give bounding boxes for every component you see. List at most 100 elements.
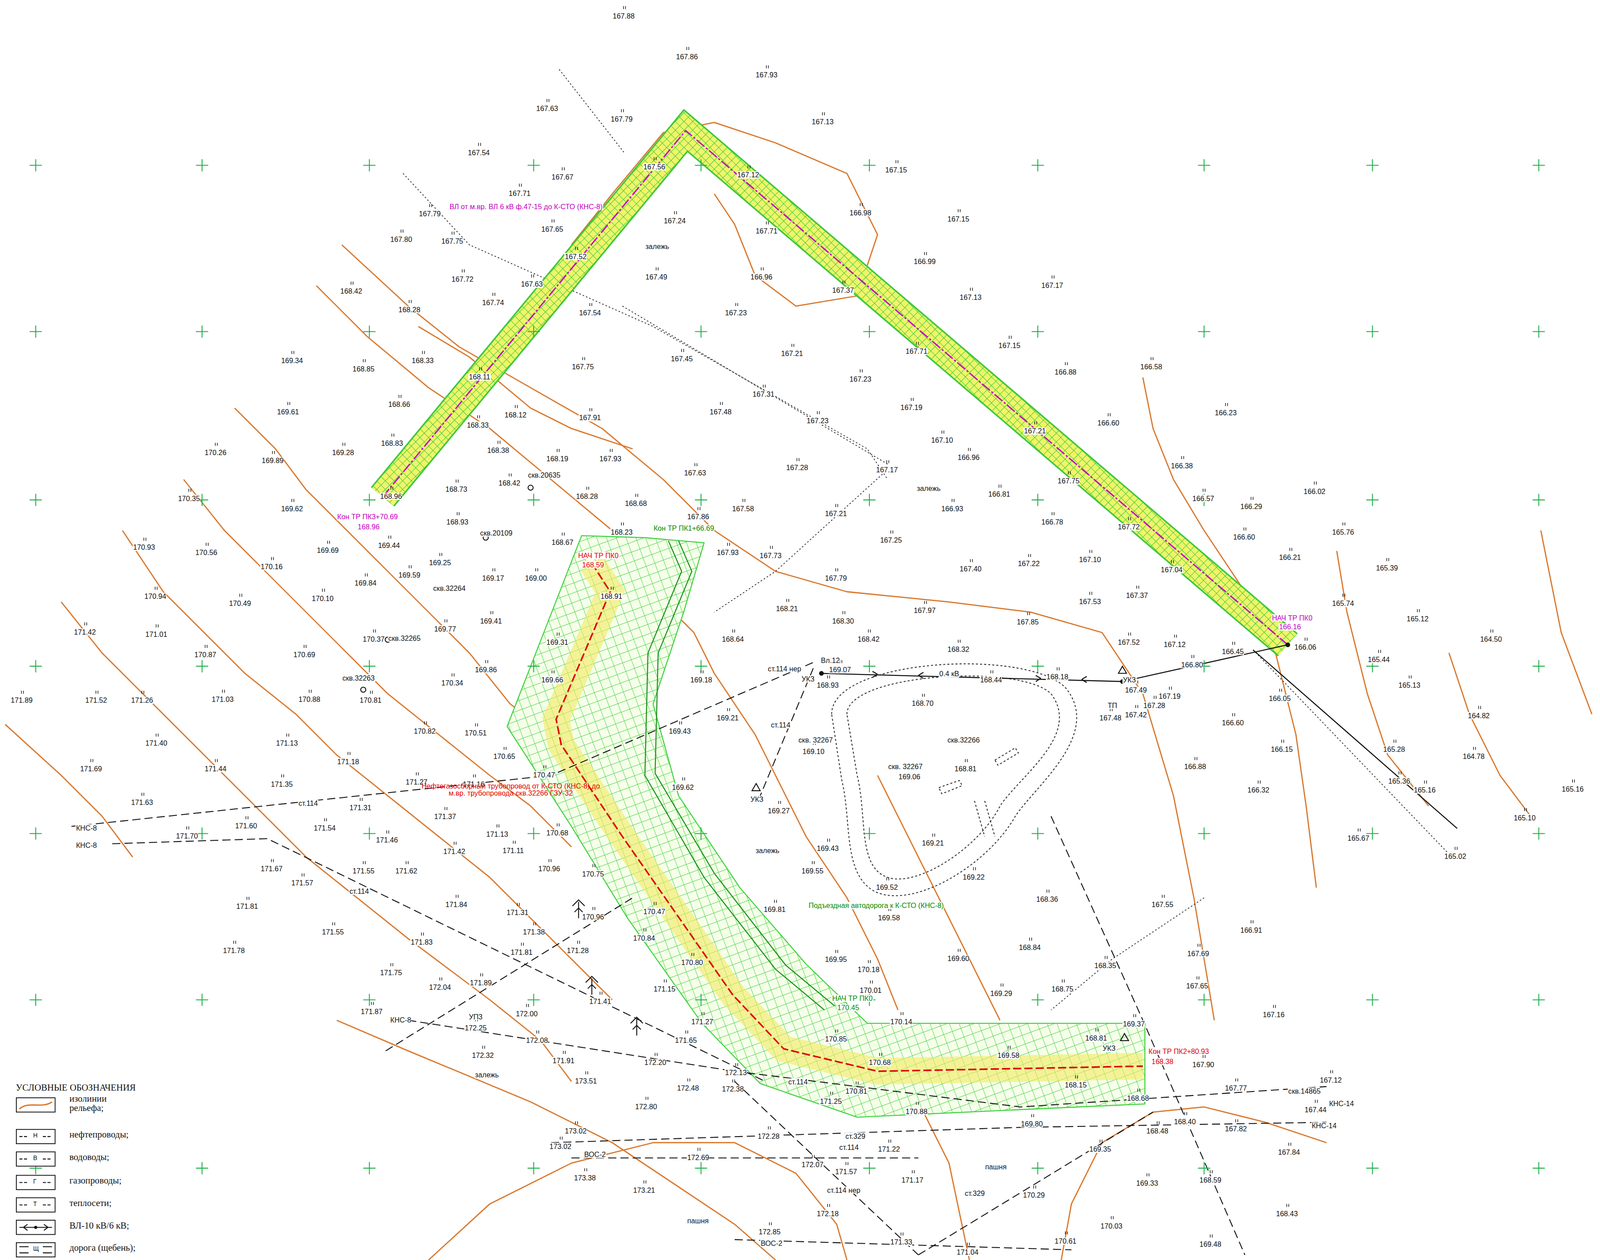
tick-mark xyxy=(1184,1112,1187,1116)
elevation-label: 167.12 xyxy=(1319,1076,1343,1084)
tick-mark xyxy=(557,823,560,827)
legend-text: изолинии рельефа; xyxy=(69,1094,123,1114)
tick-mark xyxy=(1052,512,1055,516)
tick-mark xyxy=(973,867,976,871)
tick-mark xyxy=(222,689,225,693)
tick-mark xyxy=(451,231,455,235)
tick-mark xyxy=(1202,488,1206,492)
elevation-label: 166.81 xyxy=(987,490,1011,498)
tick-mark xyxy=(912,1170,915,1174)
elevation-label: 166.16 xyxy=(1278,623,1302,631)
map-label: ст.329 xyxy=(964,1189,985,1197)
tick-mark xyxy=(462,269,465,273)
elevation-label: 171.91 xyxy=(551,1056,575,1065)
tick-mark xyxy=(444,807,448,811)
map-label: залежь xyxy=(754,846,780,854)
tick-mark xyxy=(1478,705,1481,709)
map-label: скв.14865 xyxy=(1287,1087,1321,1095)
elevation-label: 171.11 xyxy=(501,846,525,854)
tick-mark xyxy=(868,629,871,633)
elevation-label: 170.03 xyxy=(1099,1222,1123,1230)
elevation-label: 168.42 xyxy=(497,479,521,487)
tick-mark xyxy=(421,932,424,936)
tick-mark xyxy=(1194,757,1198,761)
elevation-label: 171.01 xyxy=(145,630,169,638)
elevation-label: 170.56 xyxy=(195,548,219,556)
tick-mark xyxy=(965,758,968,762)
tick-mark xyxy=(732,629,735,633)
elevation-label: 168.23 xyxy=(610,528,634,536)
elevation-label: 165.16 xyxy=(1413,786,1437,794)
tick-mark xyxy=(999,484,1002,488)
tick-mark xyxy=(492,568,495,572)
map-label: КНС-8 xyxy=(75,841,98,849)
grid-cross xyxy=(527,660,540,673)
elevation-label: 171.60 xyxy=(234,822,258,830)
elevation-label: 170.01 xyxy=(859,986,883,994)
map-label: ст.114 нер xyxy=(767,665,802,673)
tick-mark xyxy=(682,777,686,781)
tick-mark xyxy=(697,507,701,511)
map-label: УКЗ xyxy=(1122,676,1137,684)
elevation-label: 167.86 xyxy=(686,512,710,521)
tick-mark xyxy=(390,963,394,967)
tick-mark xyxy=(770,545,773,549)
tick-mark xyxy=(593,907,596,911)
elevation-label: 167.71 xyxy=(905,348,929,356)
elevation-label: 169.48 xyxy=(1198,1240,1222,1248)
elevation-label: 168.12 xyxy=(504,411,528,419)
elevation-label: 168.33 xyxy=(411,356,435,364)
tick-mark xyxy=(551,670,555,674)
map-label: пашня xyxy=(686,1217,710,1225)
tick-mark xyxy=(497,824,500,828)
elevation-label: 168.38 xyxy=(486,446,510,454)
elevation-label: 167.10 xyxy=(1078,555,1102,563)
tick-mark xyxy=(360,797,363,801)
tick-mark xyxy=(1235,1078,1238,1082)
tick-mark xyxy=(365,573,368,577)
tick-mark xyxy=(422,351,425,355)
tick-mark xyxy=(827,838,830,842)
elevation-label: 168.44 xyxy=(979,676,1003,684)
tick-mark xyxy=(1191,654,1195,659)
map-label: Т xyxy=(32,1200,38,1207)
tick-mark xyxy=(924,252,927,256)
tick-mark xyxy=(835,504,839,508)
tick-mark xyxy=(1046,889,1049,893)
elevation-label: 168.21 xyxy=(775,604,799,613)
elevation-label: 171.52 xyxy=(84,696,108,705)
elevation-label: 167.40 xyxy=(959,565,983,573)
elevation-label: 172.20 xyxy=(643,1059,667,1067)
tick-mark xyxy=(845,1162,849,1166)
tick-mark xyxy=(246,896,249,900)
tick-mark xyxy=(766,65,769,69)
tick-mark xyxy=(1288,1142,1291,1146)
tick-mark xyxy=(890,530,893,534)
tick-mark xyxy=(635,493,639,498)
elevation-label: 166.58 xyxy=(1139,363,1163,371)
tick-mark xyxy=(886,459,889,464)
elevation-label: 168.91 xyxy=(600,592,624,600)
tick-mark xyxy=(1136,585,1139,589)
map-label: скв.20109 xyxy=(479,529,513,537)
elevation-label: 168.93 xyxy=(816,681,840,689)
elevation-label: 167.79 xyxy=(418,210,442,218)
elevation-label: 170.16 xyxy=(260,562,284,571)
tick-mark xyxy=(735,302,739,307)
tick-mark xyxy=(720,401,723,406)
elevation-label: 170.49 xyxy=(228,599,252,607)
elevation-label: 167.97 xyxy=(913,607,937,615)
elevation-label: 170.81 xyxy=(845,1087,869,1095)
tick-mark xyxy=(1162,894,1165,898)
tick-mark xyxy=(1065,362,1068,366)
tick-mark xyxy=(551,219,555,223)
tick-mark xyxy=(477,415,480,419)
elevation-label: 165.39 xyxy=(1375,564,1399,572)
grid-cross xyxy=(527,1162,540,1175)
tick-mark xyxy=(941,430,945,434)
grid-cross xyxy=(1366,159,1379,172)
tick-mark xyxy=(968,447,971,452)
elevation-label: 170.69 xyxy=(292,650,316,659)
tick-mark xyxy=(504,746,507,751)
tick-mark xyxy=(547,99,550,103)
